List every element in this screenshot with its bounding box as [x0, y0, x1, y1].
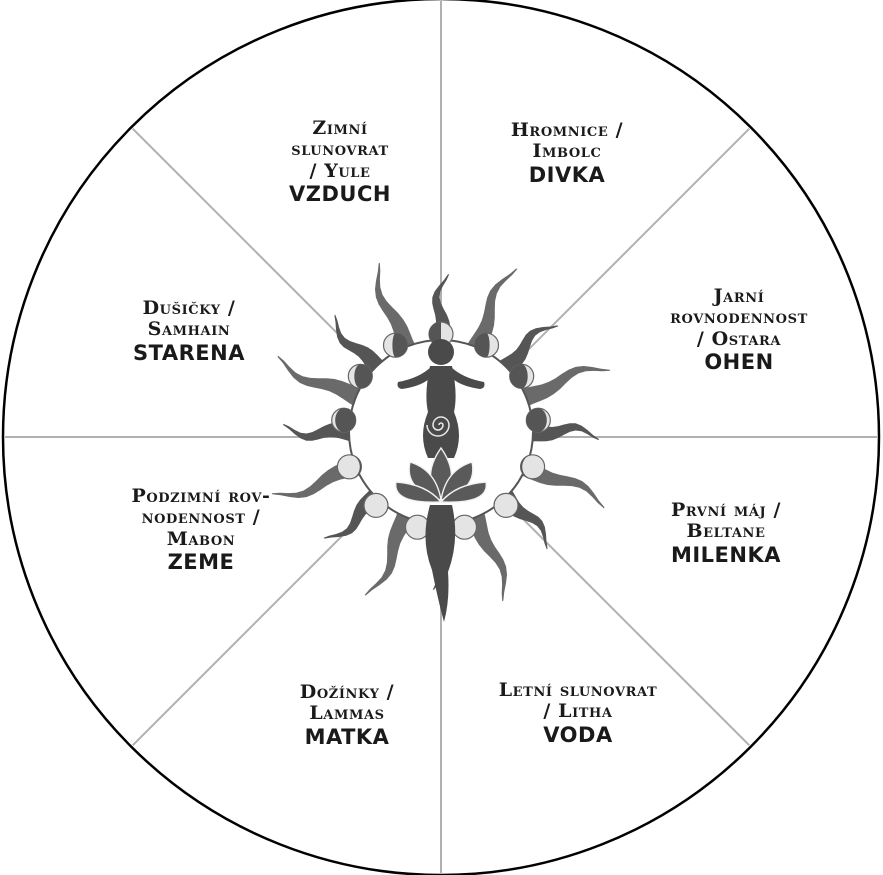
label-litha-line-2: / Litha [458, 701, 698, 722]
label-imbolc-line-1: Hromnice / [480, 120, 654, 141]
moon-phase [475, 333, 499, 357]
label-yule-line-3: / Yule [262, 161, 418, 182]
label-ostara-line-3: / Ostara [630, 329, 848, 350]
label-yule-line-2: slunovrat [262, 139, 418, 160]
label-lammas-line-1: Dožínky / [262, 682, 432, 703]
goddess-sun-emblem [272, 263, 611, 622]
label-beltane: První máj / Beltane MILENKA [626, 500, 826, 567]
moon-phase [521, 455, 545, 479]
label-lammas-element: MATKA [262, 726, 432, 750]
label-litha: Letní slunovrat / Litha VODA [458, 680, 698, 747]
label-mabon: Podzimní rov- nodennost / Mabon ZEME [86, 486, 316, 574]
label-samhain-element: STARENA [104, 342, 274, 366]
label-samhain-line-2: Samhain [104, 319, 274, 340]
label-yule-line-1: Zimní [262, 118, 418, 139]
goddess-body [423, 366, 459, 458]
label-lammas: Dožínky / Lammas MATKA [262, 682, 432, 749]
label-yule-element: VZDUCH [262, 183, 418, 207]
label-imbolc: Hromnice / Imbolc DIVKA [480, 120, 654, 187]
moon-phase [332, 408, 356, 432]
moon-phase [526, 408, 550, 432]
label-beltane-element: MILENKA [626, 544, 826, 568]
label-lammas-line-2: Lammas [262, 703, 432, 724]
moon-phase [494, 493, 518, 517]
label-ostara-element: OHEN [630, 351, 848, 375]
label-samhain-line-1: Dušičky / [104, 298, 274, 319]
moon-phase [384, 333, 408, 357]
lower-flame [425, 505, 455, 622]
moon-phase [364, 493, 388, 517]
label-imbolc-line-2: Imbolc [480, 141, 654, 162]
moon-phase [348, 364, 372, 388]
label-beltane-line-2: Beltane [626, 521, 826, 542]
label-litha-element: VODA [458, 724, 698, 748]
label-ostara-line-2: rovnodennost [630, 307, 848, 328]
label-mabon-line-2: nodennost / [86, 507, 316, 528]
label-mabon-line-1: Podzimní rov- [86, 486, 316, 507]
label-imbolc-element: DIVKA [480, 164, 654, 188]
label-samhain: Dušičky / Samhain STARENA [104, 298, 274, 365]
label-mabon-element: ZEME [86, 551, 316, 575]
label-yule: Zimní slunovrat / Yule VZDUCH [262, 118, 418, 206]
moon-phase [453, 515, 477, 539]
goddess-head [428, 339, 454, 365]
moon-phase [510, 364, 534, 388]
label-ostara: Jarní rovnodennost / Ostara OHEN [630, 286, 848, 374]
moon-phase [337, 455, 361, 479]
label-mabon-line-3: Mabon [86, 529, 316, 550]
label-beltane-line-1: První máj / [626, 500, 826, 521]
label-litha-line-1: Letní slunovrat [458, 680, 698, 701]
label-ostara-line-1: Jarní [630, 286, 848, 307]
